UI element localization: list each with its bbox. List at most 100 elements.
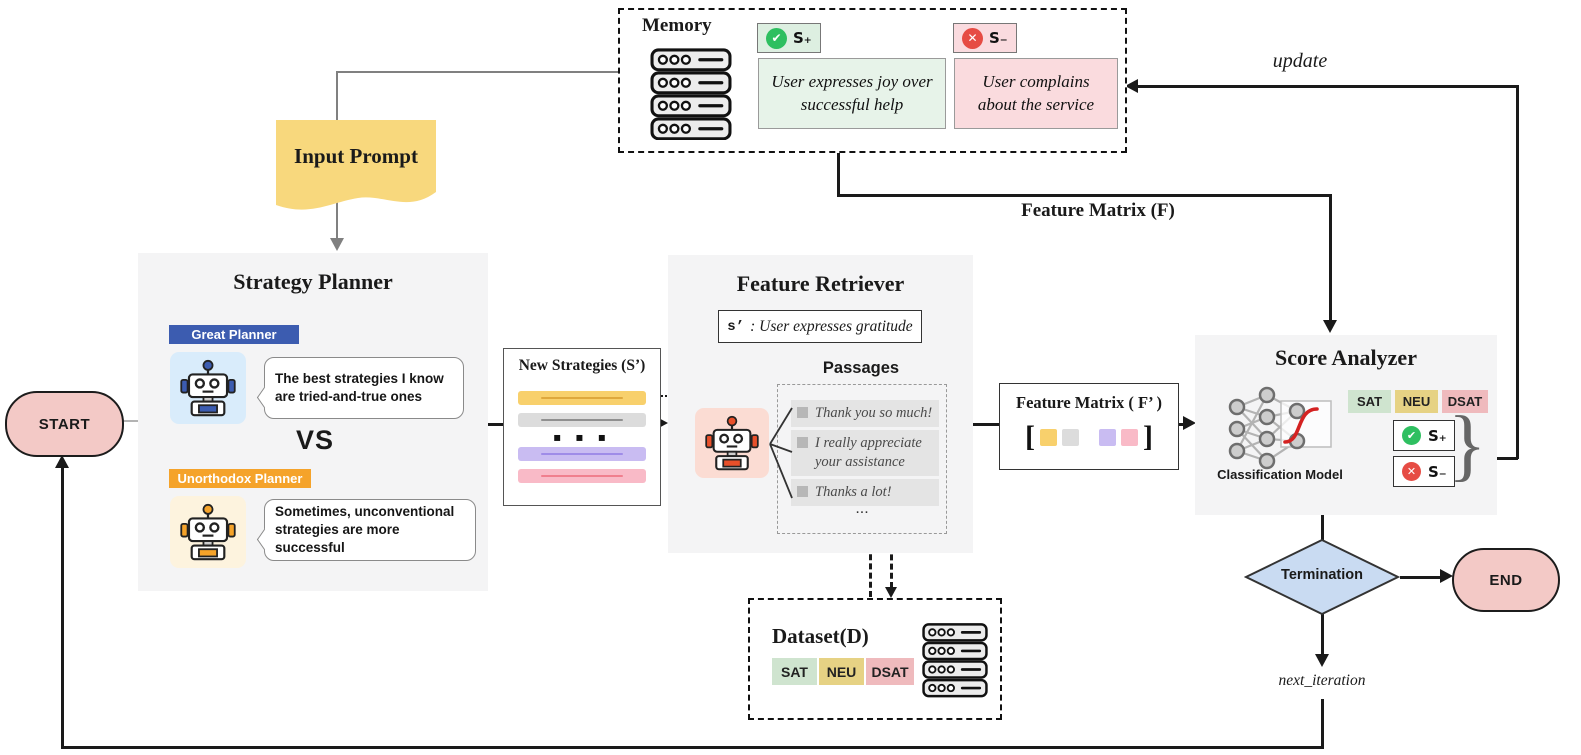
memory-title: Memory bbox=[642, 15, 712, 36]
score-negative-box: ✕ S₋ bbox=[1393, 456, 1455, 487]
bracket-close: ] bbox=[1143, 420, 1153, 453]
feature-matrix-fprime-title: Feature Matrix ( F’ ) bbox=[1016, 393, 1162, 412]
feature-square-gray bbox=[1062, 428, 1079, 446]
memory-negative-badge: ✕ S₋ bbox=[953, 23, 1017, 53]
input-prompt-label: Input Prompt bbox=[294, 144, 418, 168]
unorthodox-planner-badge: Unorthodox Planner bbox=[169, 469, 311, 488]
termination-down-line bbox=[1321, 614, 1324, 656]
strategy-bar-purple bbox=[518, 447, 646, 461]
feature-matrix-f-label: Feature Matrix (F) bbox=[1021, 200, 1175, 221]
arrow-next-iteration bbox=[1315, 654, 1329, 667]
termination-to-end-line bbox=[1400, 576, 1442, 579]
loop-up-line bbox=[61, 466, 64, 748]
great-planner-robot-icon bbox=[170, 352, 246, 424]
loop-bottom-line bbox=[61, 746, 1323, 749]
dataset-class-badges: SAT NEU DSAT bbox=[772, 658, 914, 685]
feature-matrix-f-line bbox=[837, 194, 1332, 197]
strategy-planner-panel: Strategy Planner Great Planner The best … bbox=[138, 253, 488, 591]
dataset-sat-badge: SAT bbox=[772, 658, 817, 685]
feature-square-yellow bbox=[1040, 428, 1057, 446]
arrow-f-into-score bbox=[1323, 320, 1337, 333]
score-analyzer-title: Score Analyzer bbox=[1275, 345, 1417, 370]
strategy-bar-pink bbox=[518, 469, 646, 483]
great-planner-badge: Great Planner bbox=[169, 325, 299, 344]
next-iteration-label: next_iteration bbox=[1278, 672, 1366, 689]
passages-title: Passages bbox=[822, 359, 900, 377]
score-to-termination-line bbox=[1321, 514, 1324, 541]
feature-square-pink bbox=[1121, 428, 1138, 446]
strategy-planner-title: Strategy Planner bbox=[233, 269, 393, 294]
passage-bullet-icon bbox=[797, 486, 808, 497]
arrow-update-into-memory bbox=[1125, 79, 1138, 93]
memory-down-line bbox=[837, 128, 840, 196]
passages-ellipsis: ... bbox=[855, 500, 869, 517]
passages-to-dataset-dashed bbox=[890, 536, 893, 588]
input-prompt-flag: Input Prompt bbox=[276, 120, 436, 215]
unorthodox-planner-speech-bubble: Sometimes, unconventional strategies are… bbox=[264, 499, 476, 561]
retriever-robot-icon bbox=[695, 408, 769, 478]
memory-to-prompt-line bbox=[337, 71, 618, 73]
end-node: END bbox=[1452, 548, 1560, 612]
passage-item: Thank you so much! bbox=[791, 400, 939, 427]
strategy-bar-gray bbox=[518, 413, 646, 427]
diamond-shape bbox=[1243, 538, 1401, 616]
check-icon: ✔ bbox=[1402, 426, 1421, 445]
dataset-neu-badge: NEU bbox=[819, 658, 864, 685]
neu-badge: NEU bbox=[1395, 390, 1438, 413]
feature-matrix-f-drop bbox=[1329, 194, 1332, 322]
feature-square-purple bbox=[1099, 428, 1116, 446]
great-planner-speech-bubble: The best strategies I know are tried-and… bbox=[264, 357, 464, 419]
memory-positive-text: User expresses joy over successful help bbox=[758, 58, 946, 129]
dataset-title: Dataset(D) bbox=[772, 624, 869, 648]
document-icon bbox=[276, 120, 436, 210]
query-prefix: s’ bbox=[727, 318, 745, 335]
memory-database-icon bbox=[650, 48, 732, 140]
passage-bullet-icon bbox=[797, 437, 808, 448]
negative-strategy-label: S₋ bbox=[989, 29, 1008, 47]
arrow-into-strategy-planner bbox=[330, 238, 344, 251]
passage-bullet-icon bbox=[797, 407, 808, 418]
score-negative-label: S₋ bbox=[1428, 462, 1447, 481]
dataset-box: Dataset(D) SAT NEU DSAT bbox=[748, 598, 1002, 720]
query-text: : User expresses gratitude bbox=[750, 317, 913, 335]
feature-matrix-squares: [ ] bbox=[1000, 422, 1178, 452]
arrow-into-end bbox=[1440, 569, 1453, 583]
dataset-to-passages-dashed bbox=[869, 545, 872, 597]
arrow-down-into-dataset bbox=[885, 587, 897, 598]
vs-label: VS bbox=[296, 425, 335, 455]
score-positive-box: ✔ S₊ bbox=[1393, 420, 1455, 451]
cross-icon: ✕ bbox=[962, 27, 983, 49]
passages-box: Thank you so much! I really appreciate y… bbox=[777, 384, 947, 534]
neural-network-icon bbox=[1225, 385, 1335, 473]
strategy-query-dotted-h bbox=[632, 395, 699, 397]
feature-retriever-title: Feature Retriever bbox=[736, 271, 905, 296]
class-badges-row: SAT NEU DSAT bbox=[1348, 390, 1488, 413]
score-positive-label: S₊ bbox=[1428, 426, 1447, 445]
memory-positive-badge: ✔ S₊ bbox=[757, 23, 821, 53]
termination-diamond: Termination bbox=[1243, 538, 1401, 616]
sat-badge: SAT bbox=[1348, 390, 1391, 413]
bracket-open: [ bbox=[1025, 420, 1035, 453]
start-node: START bbox=[5, 391, 124, 457]
memory-negative-text: User complains about the service bbox=[954, 58, 1118, 129]
unorthodox-planner-robot-icon bbox=[170, 496, 246, 568]
new-strategies-box: New Strategies (S’) ▪ ▪ ▪ bbox=[503, 348, 661, 506]
dataset-dsat-badge: DSAT bbox=[866, 658, 914, 685]
classification-model-label: Classification Model bbox=[1217, 467, 1343, 482]
dsat-badge: DSAT bbox=[1442, 390, 1488, 413]
feature-retriever-panel: Feature Retriever s’ : User expresses gr… bbox=[668, 255, 973, 553]
strategies-ellipsis: ▪ ▪ ▪ bbox=[553, 430, 611, 444]
fmatrix-to-score-line bbox=[1177, 423, 1184, 426]
brace-icon: } bbox=[1448, 401, 1487, 489]
update-right-line bbox=[1516, 85, 1519, 459]
score-analyzer-panel: Score Analyzer Classification Model SAT … bbox=[1195, 335, 1497, 515]
retriever-to-fmatrix-line bbox=[973, 423, 1000, 426]
arrow-into-score-analyzer bbox=[1183, 416, 1196, 430]
positive-strategy-label: S₊ bbox=[793, 29, 812, 47]
passage-item: I really appreciate your assistance bbox=[791, 430, 939, 476]
update-label: update bbox=[1272, 50, 1328, 72]
dataset-database-icon bbox=[922, 622, 988, 698]
passage-item: Thanks a lot! bbox=[791, 479, 939, 506]
feature-matrix-fprime-box: Feature Matrix ( F’ ) [ ] bbox=[999, 383, 1179, 470]
